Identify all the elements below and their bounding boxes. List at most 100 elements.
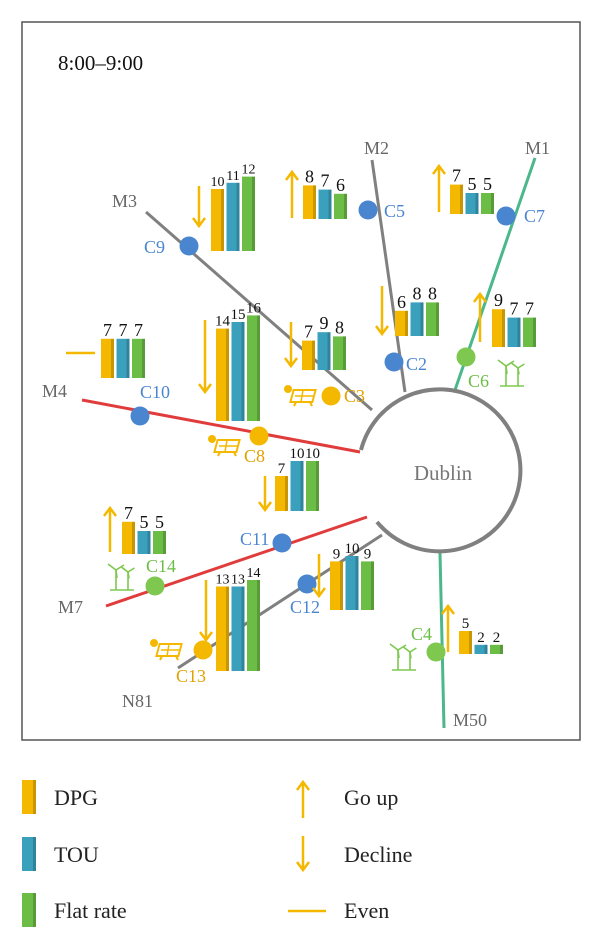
trend-up-arrow [441,603,455,652]
road-label-m50: M50 [453,710,487,730]
road-label-m4: M4 [42,381,67,401]
flat-bar [153,531,166,554]
dpg-bar [216,586,229,671]
flat-value-label: 5 [155,512,164,532]
trend-decline-arrow [284,322,298,369]
solar-panel-icon [284,385,317,407]
tou-bar [231,322,245,421]
tou-value-label: 7 [510,299,519,319]
dpg-value-label: 7 [304,322,313,342]
trend-decline-arrow [198,320,212,395]
time-window-title: 8:00–9:00 [58,51,143,75]
tou-bar [410,302,424,336]
tou-bar [137,531,151,554]
tou-value-label: 15 [231,307,246,323]
flat-bar [242,176,255,251]
node-label: C9 [144,237,165,257]
dpg-bar [459,631,472,654]
node-label: C8 [244,446,265,466]
flat-bar [132,338,145,378]
legend-up: Go up [344,778,398,818]
dpg-value-label: 10 [211,175,225,190]
tou-value-label: 9 [320,313,329,333]
tou-bar [318,189,332,219]
dpg-value-label: 7 [278,461,286,477]
flat-bar [306,461,319,511]
flat-bar [334,193,347,219]
tou-value-label: 5 [468,174,477,194]
trend-up-arrow [285,169,299,218]
legend-tou-swatch [22,837,36,871]
legend-even: Even [344,891,389,931]
road-label-n81: N81 [122,691,153,711]
tou-value-label: 7 [119,320,128,340]
flat-value-label: 14 [247,566,261,581]
node-marker [496,206,516,226]
tou-bar [465,193,479,214]
wind-turbine-icon [389,643,417,671]
legend-dpg: DPG [54,778,98,818]
tou-bar [226,182,240,251]
road-label-m1: M1 [525,138,550,158]
dpg-bar [302,340,315,370]
node-c4: C4 [389,624,446,671]
flat-value-label: 6 [336,175,345,195]
flat-value-label: 8 [335,317,344,337]
solar-panel-icon [150,639,183,661]
tou-bar [116,338,130,378]
tou-bar [474,644,488,654]
dpg-value-label: 6 [397,292,406,312]
node-label: C7 [524,206,545,226]
trend-decline-arrow [312,554,326,599]
flat-value-label: 8 [428,283,437,303]
tou-value-label: 10 [290,446,305,462]
node-label: C14 [146,556,176,576]
tou-value-label: 10 [345,541,360,557]
trend-decline-arrow [199,580,213,643]
flat-bar [361,561,374,610]
legend-flat: Flat rate [54,891,127,931]
tou-bar [317,332,331,370]
dpg-bar [122,521,135,554]
dpg-value-label: 9 [494,290,503,310]
node-marker [456,347,476,367]
dpg-value-label: 9 [333,546,341,562]
flat-bar [247,580,260,671]
node-label: C10 [140,382,170,402]
dpg-bar [101,338,114,378]
solar-panel-icon [208,435,241,457]
flat-value-label: 7 [134,320,143,340]
node-marker [426,642,446,662]
trend-up-arrow [432,163,446,212]
node-label: C5 [384,201,405,221]
dpg-bar [275,476,288,511]
dpg-value-label: 7 [103,320,112,340]
node-c3: C3 [284,385,365,407]
node-marker [321,386,341,406]
node-c8: C8 [208,426,269,466]
node-marker [249,426,269,446]
legend-dpg-swatch [22,780,36,814]
legend-decline-arrow [296,836,310,873]
flat-bar [523,317,536,347]
tou-bar [231,586,245,671]
node-label: C6 [468,371,489,391]
dpg-value-label: 8 [305,166,314,186]
dpg-bar [395,310,408,336]
flat-bar [247,315,260,421]
legend-flat-label: Flat rate [54,898,127,923]
node-c12: C12 [290,574,320,617]
legend [22,779,326,927]
tou-bar [345,556,359,610]
dublin-ring [359,387,523,554]
tou-value-label: 8 [413,283,422,303]
flat-value-label: 16 [246,300,262,316]
